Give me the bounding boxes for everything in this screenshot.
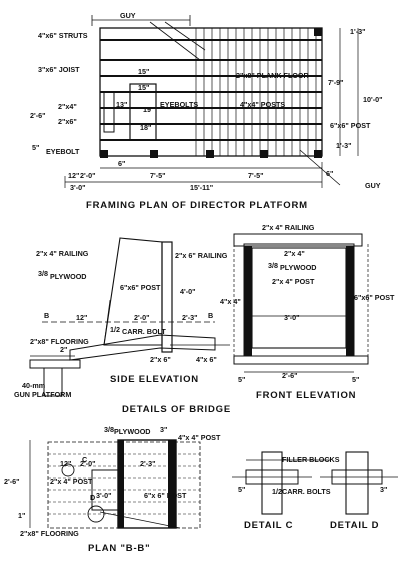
plank-floor-label: 2"x8" PLANK FLOOR <box>236 71 310 80</box>
posts-4x4-label: 4"x4" POSTS <box>240 100 285 109</box>
dim-12: 12" <box>68 171 79 180</box>
side-carr-bolt: CARR. BOLT <box>122 327 166 336</box>
dim-15-11: 15'-11" <box>190 183 213 192</box>
side-dim-2-3: 2'-3" <box>182 313 198 322</box>
front-dim-2x4: 2"x 4" <box>284 249 305 258</box>
side-flooring: 2"x8" FLOORING <box>30 337 89 346</box>
side-dim-12: 12" <box>76 313 87 322</box>
plan-flooring: 2"x8" FLOORING <box>20 529 79 538</box>
side-carr-frac: 1/2 <box>110 325 120 334</box>
framing-plan: GUY <box>30 11 383 211</box>
post-6x6-label: 6"x6" POST <box>330 121 371 130</box>
dim-15-a: 15" <box>138 67 149 76</box>
side-elevation-title: SIDE ELEVATION <box>110 374 199 385</box>
plan-dim-12: 12" <box>60 459 71 468</box>
side-dim-2: 2" <box>60 345 67 354</box>
framing-plan-title: FRAMING PLAN OF DIRECTOR PLATFORM <box>86 200 308 211</box>
plan-dim-1-5: 1" <box>18 511 25 520</box>
dim-7-9: 7'-9" <box>328 78 344 87</box>
gun-platform-2: GUN PLATFORM <box>14 390 71 399</box>
side-plywood-frac: 3/8 <box>38 269 48 278</box>
dim-1-3-bottom: 1'-3" <box>336 141 352 150</box>
dim-2x6: 2"x6" <box>58 117 77 126</box>
bridge-title: DETAILS OF BRIDGE <box>122 404 231 415</box>
side-dim-4x6: 4"x 6" <box>196 355 217 364</box>
dim-5-8: 5" <box>32 143 39 152</box>
plan-dim-2-6: 2'-6" <box>4 477 20 486</box>
plan-post44: 4"x 4" POST <box>178 433 221 442</box>
plan-plywood-frac: 3/8 <box>104 425 114 434</box>
eyebolts-label: EYEBOLTS <box>160 100 198 109</box>
dim-18: 18" <box>140 123 151 132</box>
joist-label: 3"x6" JOIST <box>38 65 80 74</box>
guy-bottom-label: GUY <box>365 181 381 190</box>
front-plywood-frac: 3/8 <box>268 261 278 270</box>
detail-d-title: DETAIL D <box>330 520 379 531</box>
eyebolt-label: EYEBOLT <box>46 147 80 156</box>
plan-title: PLAN "B-B" <box>88 543 150 554</box>
posts <box>100 28 322 158</box>
side-dim-4-0: 4'-0" <box>180 287 196 296</box>
planks <box>195 28 317 156</box>
plan-dim-2-0: 2'-0" <box>80 459 96 468</box>
dim-6-5: 6" <box>326 169 333 178</box>
dim-2-0: 2'-0" <box>80 171 96 180</box>
detail-dim-3-8: 3" <box>380 485 387 494</box>
side-elevation: 2"x 4" RAILING 2"x 6" RAILING 3/8 PLYWOO… <box>14 237 230 399</box>
front-dim-5-8a: 5" <box>238 375 245 384</box>
front-dim-3-0: 3'-0" <box>284 313 300 322</box>
plan-dim-3-0: 3'-0" <box>96 491 112 500</box>
side-dim-2x6: 2"x 6" <box>150 355 171 364</box>
details-c-d: FILLER BLOCKS 1/2 CARR. BOLTS 5" 3" DETA… <box>232 451 398 531</box>
detail-c-marker: C <box>82 455 87 464</box>
plan-post66: 6"x 6" POST <box>144 491 187 500</box>
dim-6-half: 6" <box>118 159 125 168</box>
dim-13: 13" <box>116 100 127 109</box>
detail-c-title: DETAIL C <box>244 520 293 531</box>
front-dim-2-6: 2'-6" <box>282 371 298 380</box>
front-dim-4x4: 4"x 4" <box>220 297 241 306</box>
gun-platform-1: 40-mm <box>22 381 45 390</box>
side-dim-2-0: 2'-0" <box>134 313 150 322</box>
front-elevation-title: FRONT ELEVATION <box>256 390 356 401</box>
dim-7-5-a: 7'-5" <box>150 171 166 180</box>
dim-1-3-top: 1'-3" <box>350 27 366 36</box>
front-post66: 6"x6" POST <box>354 293 395 302</box>
filler-blocks-label: FILLER BLOCKS <box>282 455 340 464</box>
detail-dim-5-8: 5" <box>238 485 245 494</box>
carr-frac: 1/2 <box>272 487 282 496</box>
dim-2x4: 2"x4" <box>58 102 77 111</box>
detail-d-marker: D <box>90 493 95 502</box>
dim-3-0: 3'-0" <box>70 183 86 192</box>
front-post24: 2"x 4" POST <box>272 277 315 286</box>
plan-plywood: PLYWOOD <box>114 427 150 436</box>
guy-top-label: GUY <box>120 11 136 20</box>
front-railing: 2"x 4" RAILING <box>262 223 315 232</box>
side-post-label: 6"x6" POST <box>120 283 161 292</box>
dim-7-5-b: 7'-5" <box>248 171 264 180</box>
dim-2-6: 2'-6" <box>30 111 46 120</box>
section-b-left: B <box>44 311 49 320</box>
side-plywood-label: PLYWOOD <box>50 272 86 281</box>
section-b-right: B <box>208 311 213 320</box>
plan-post24: 2"x 4" POST <box>50 477 93 486</box>
carr-bolts-label: CARR. BOLTS <box>282 487 331 496</box>
plan-dim-2-3: 2'-3" <box>140 459 156 468</box>
plan-dim-3-8: 3" <box>160 425 167 434</box>
struts-label: 4"x6" STRUTS <box>38 31 88 40</box>
front-plywood: PLYWOOD <box>280 263 316 272</box>
side-railing-left: 2"x 4" RAILING <box>36 249 89 258</box>
side-railing-right: 2"x 6" RAILING <box>175 251 228 260</box>
dim-15-b: 15" <box>138 83 149 92</box>
dim-19: 19" <box>143 105 154 114</box>
front-dim-5-8b: 5" <box>352 375 359 384</box>
front-elevation: 2"x 4" RAILING 2"x 4" 3/8 PLYWOOD 2"x 4"… <box>220 223 395 401</box>
plan-b-b: 3/8 PLYWOOD 4"x 4" POST 3" C D 12" 2'-0"… <box>4 425 221 554</box>
joists <box>100 39 322 141</box>
dim-10-0: 10'-0" <box>363 95 383 104</box>
